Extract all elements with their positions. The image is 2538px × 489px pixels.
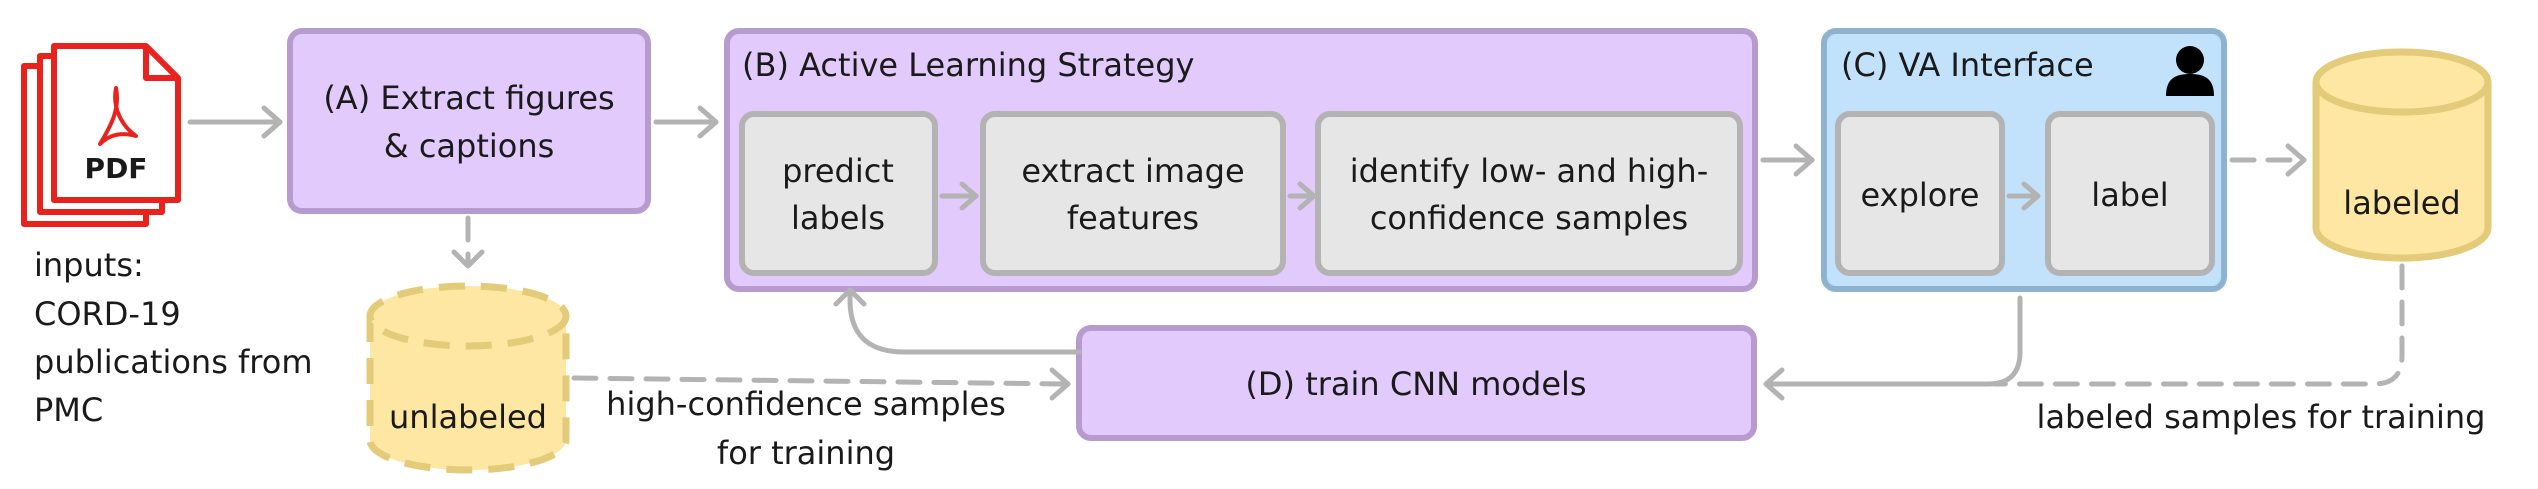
arrow-interface-to-train — [1763, 295, 2023, 401]
arrow-active-learning-to-interface — [1760, 143, 1815, 177]
pdf-documents-icon: PDF — [21, 43, 181, 227]
extract-figures-line-2: & captions — [384, 127, 555, 165]
arrow-unlabeled-to-train — [571, 367, 1071, 401]
train-cnn-box: (D) train CNN models — [1076, 325, 1757, 441]
user-icon — [2166, 46, 2214, 96]
arrow-extract-to-identify — [1287, 181, 1317, 211]
labeled-store: labeled — [2312, 48, 2492, 262]
identify-samples-step: identify low- and high- confidence sampl… — [1315, 111, 1743, 276]
extract-features-line-1: extract image — [1021, 152, 1244, 190]
arrow-explore-to-label — [2006, 181, 2041, 211]
inputs-line-4: PMC — [34, 391, 103, 429]
inputs-caption: inputs: CORD-19 publications from PMC — [34, 246, 313, 429]
high-confidence-line-2: for training — [717, 434, 895, 472]
inputs-line-1: inputs: — [34, 246, 144, 284]
high-confidence-line-1: high-confidence samples — [606, 385, 1006, 423]
identify-samples-line-1: identify low- and high- — [1350, 152, 1708, 190]
arrow-extract-to-active-learning — [653, 105, 719, 139]
extract-figures-line-1: (A) Extract figures — [323, 79, 614, 117]
labeled-store-label: labeled — [2343, 184, 2460, 222]
inputs-line-3: publications from — [34, 343, 313, 381]
label-step: label — [2045, 111, 2215, 276]
unlabeled-store: unlabeled — [366, 282, 570, 474]
acrobat-logo-icon — [98, 86, 138, 146]
explore-label: explore — [1861, 176, 1980, 214]
va-interface-box: (C) VA Interface explore label — [1821, 28, 2227, 292]
identify-samples-line-2: confidence samples — [1370, 199, 1688, 237]
arrow-extract-to-unlabeled — [451, 215, 485, 269]
extract-features-step: extract image features — [980, 111, 1286, 276]
predict-labels-step: predict labels — [739, 111, 938, 276]
extract-features-line-2: features — [1067, 199, 1199, 237]
train-cnn-label: (D) train CNN models — [1245, 365, 1586, 403]
predict-labels-line-2: labels — [791, 199, 885, 237]
pdf-label: PDF — [85, 152, 148, 185]
arrow-inputs-to-extract — [187, 105, 283, 139]
label-step-label: label — [2091, 176, 2168, 214]
arrow-train-to-predict — [833, 287, 1082, 355]
unlabeled-store-label: unlabeled — [389, 398, 547, 436]
arrow-predict-to-extract — [939, 181, 979, 211]
predict-labels-line-1: predict — [782, 152, 894, 190]
labeled-samples-label: labeled samples for training — [2037, 398, 2486, 436]
arrow-labeled-to-train — [1991, 263, 2405, 387]
va-interface-title: (C) VA Interface — [1841, 46, 2094, 84]
arrow-interface-to-labeled — [2229, 143, 2307, 177]
active-learning-title: (B) Active Learning Strategy — [742, 46, 1194, 84]
active-learning-box: (B) Active Learning Strategy predict lab… — [724, 28, 1758, 292]
extract-figures-box: (A) Extract figures & captions — [287, 28, 651, 214]
explore-step: explore — [1835, 111, 2005, 276]
inputs-line-2: CORD-19 — [34, 295, 181, 333]
